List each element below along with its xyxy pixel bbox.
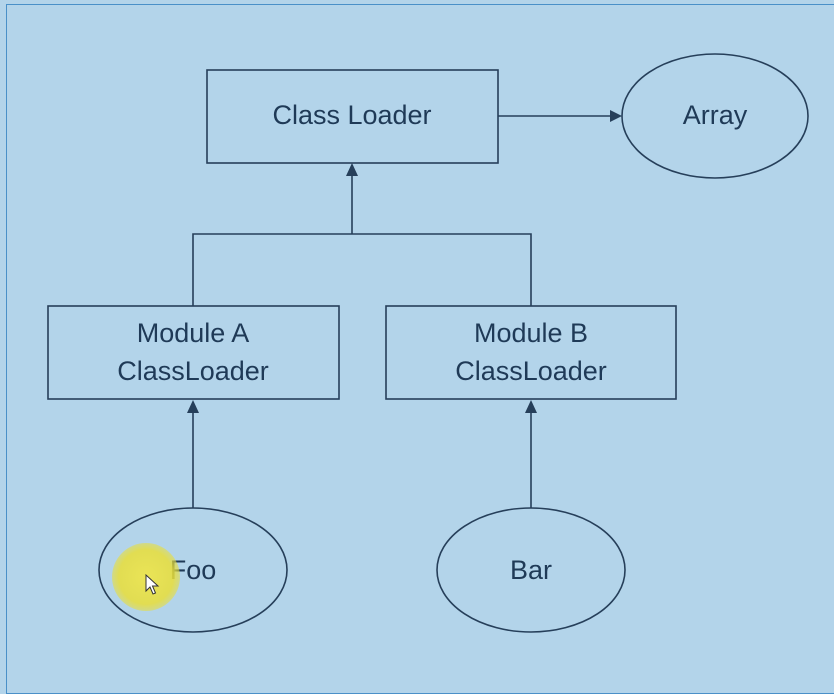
arrowhead-module-a <box>187 400 199 413</box>
array-label: Array <box>683 100 748 130</box>
edge-module-a-up <box>192 233 352 306</box>
module-a-label-line2: ClassLoader <box>117 356 269 386</box>
node-module-a[interactable]: Module A ClassLoader <box>47 305 340 400</box>
diagram-canvas: Class Loader Array Module A ClassLoader … <box>6 4 834 694</box>
module-b-box <box>385 305 677 400</box>
foo-ellipse <box>98 507 288 633</box>
node-module-b[interactable]: Module B ClassLoader <box>385 305 677 400</box>
module-a-box <box>47 305 340 400</box>
node-array[interactable]: Array <box>621 53 809 179</box>
arrowhead-module-b <box>525 400 537 413</box>
bar-ellipse <box>436 507 626 633</box>
bar-label: Bar <box>510 555 552 585</box>
class-loader-label: Class Loader <box>272 100 431 130</box>
cursor-highlight <box>112 543 180 611</box>
module-b-label-line2: ClassLoader <box>455 356 607 386</box>
diagram-svg: Class Loader Array Module A ClassLoader … <box>47 53 809 633</box>
module-a-label-line1: Module A <box>137 318 250 348</box>
module-b-label-line1: Module B <box>474 318 588 348</box>
array-ellipse <box>621 53 809 179</box>
mouse-pointer-icon <box>145 573 160 595</box>
node-bar[interactable]: Bar <box>436 507 626 633</box>
class-loader-box <box>206 69 499 164</box>
arrowhead-array <box>610 110 622 122</box>
node-class-loader[interactable]: Class Loader <box>206 69 499 164</box>
edges <box>187 110 622 508</box>
edge-module-b-up <box>352 233 532 306</box>
arrowhead-classloader <box>346 163 358 176</box>
